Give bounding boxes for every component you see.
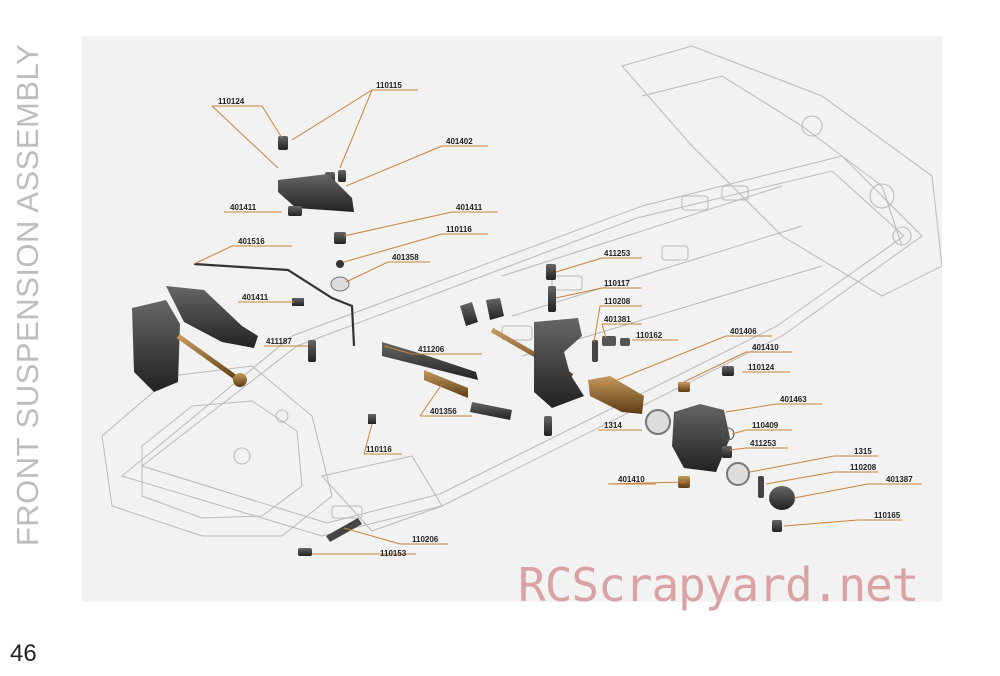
insert-401381 [602,336,616,346]
label-110124-top: 110124 [218,97,245,106]
insert-401411-a [288,206,302,216]
nut-401410-a [678,382,690,392]
label-110116-bottom: 110116 [366,445,392,454]
post-411187 [308,340,316,362]
bulkhead-401402 [278,174,354,212]
label-110153: 110153 [380,549,407,558]
turnbuckle-411206 [382,342,478,380]
ball-110116 [336,260,344,268]
carrier-401463 [672,404,730,472]
watermark-text: RCScrapyard.net [518,558,919,612]
label-401402: 401402 [446,137,473,146]
label-110208-top: 110208 [604,297,631,306]
label-110206: 110206 [412,535,439,544]
label-110124-right: 110124 [748,363,775,372]
pin-110208 [592,340,598,362]
label-401381: 401381 [604,315,631,324]
ring-110409 [721,427,735,441]
left-steering-arm [166,286,258,348]
screw-411253 [546,264,556,280]
insert-401411-b [334,232,346,244]
screw-110165 [772,520,782,532]
label-401516: 401516 [238,237,265,246]
label-110116-top: 110116 [446,225,472,234]
rod-end [470,402,512,420]
label-110208-right: 110208 [850,463,877,472]
ball-end-a [460,302,478,326]
part-labels: 110124 110115 401402 401411 401411 11011… [218,81,913,558]
label-401411-left: 401411 [230,203,257,212]
ball-110162 [620,338,630,346]
hex-401387 [769,486,795,510]
page-number: 46 [10,640,37,667]
label-401356: 401356 [430,407,457,416]
label-411187: 411187 [266,337,292,346]
bearing-1314 [645,409,671,435]
label-401406: 401406 [730,327,757,336]
screw-110124-a [278,136,288,150]
label-401358: 401358 [392,253,419,262]
pin-110117 [548,286,556,312]
label-401410-top: 401410 [752,343,779,352]
label-110117: 110117 [604,279,630,288]
pin-110206 [326,518,362,542]
screw-110124-b [722,366,734,376]
label-1315: 1315 [854,447,872,456]
c-hub [534,318,584,408]
label-401410-bottom: 401410 [618,475,645,484]
holder-401411-c [292,298,304,306]
label-411253-right: 411253 [750,439,777,448]
side-title-text: FRONT SUSPENSION ASSEMBLY [10,43,45,547]
rod-401356 [424,370,468,398]
label-401411-mid: 401411 [242,293,269,302]
label-110162: 110162 [636,331,663,340]
left-knuckle [132,300,180,392]
screw-110153 [298,548,312,556]
bearing-1315 [726,462,750,486]
left-axle [176,333,244,385]
side-title: FRONT SUSPENSION ASSEMBLY [6,30,50,560]
label-401387: 401387 [886,475,913,484]
left-hex [233,373,247,387]
diagram-svg: 110124 110115 401402 401411 401411 11011… [101,45,943,558]
exploded-diagram: 110124 110115 401402 401411 401411 11011… [82,36,943,602]
ball-110116-b [368,414,376,424]
label-110165: 110165 [874,511,901,520]
axle-401406 [588,376,644,414]
antiroll-bar-401516 [193,262,356,347]
screw-bottom [544,416,552,436]
bushing-401358 [330,276,350,292]
leader-lines [193,89,922,555]
pin-110208-b [758,476,764,498]
screw-411253-b [722,446,732,458]
ball-end-b [486,298,504,320]
label-401411-right: 401411 [456,203,483,212]
nut-110115-b [338,170,346,182]
label-110115: 110115 [376,81,402,90]
label-401463: 401463 [780,395,807,404]
label-411206: 411206 [418,345,445,354]
chassis-outline [101,45,943,537]
label-1314: 1314 [604,421,622,430]
label-110409: 110409 [752,421,779,430]
label-411253-top: 411253 [604,249,631,258]
parts [132,136,795,556]
